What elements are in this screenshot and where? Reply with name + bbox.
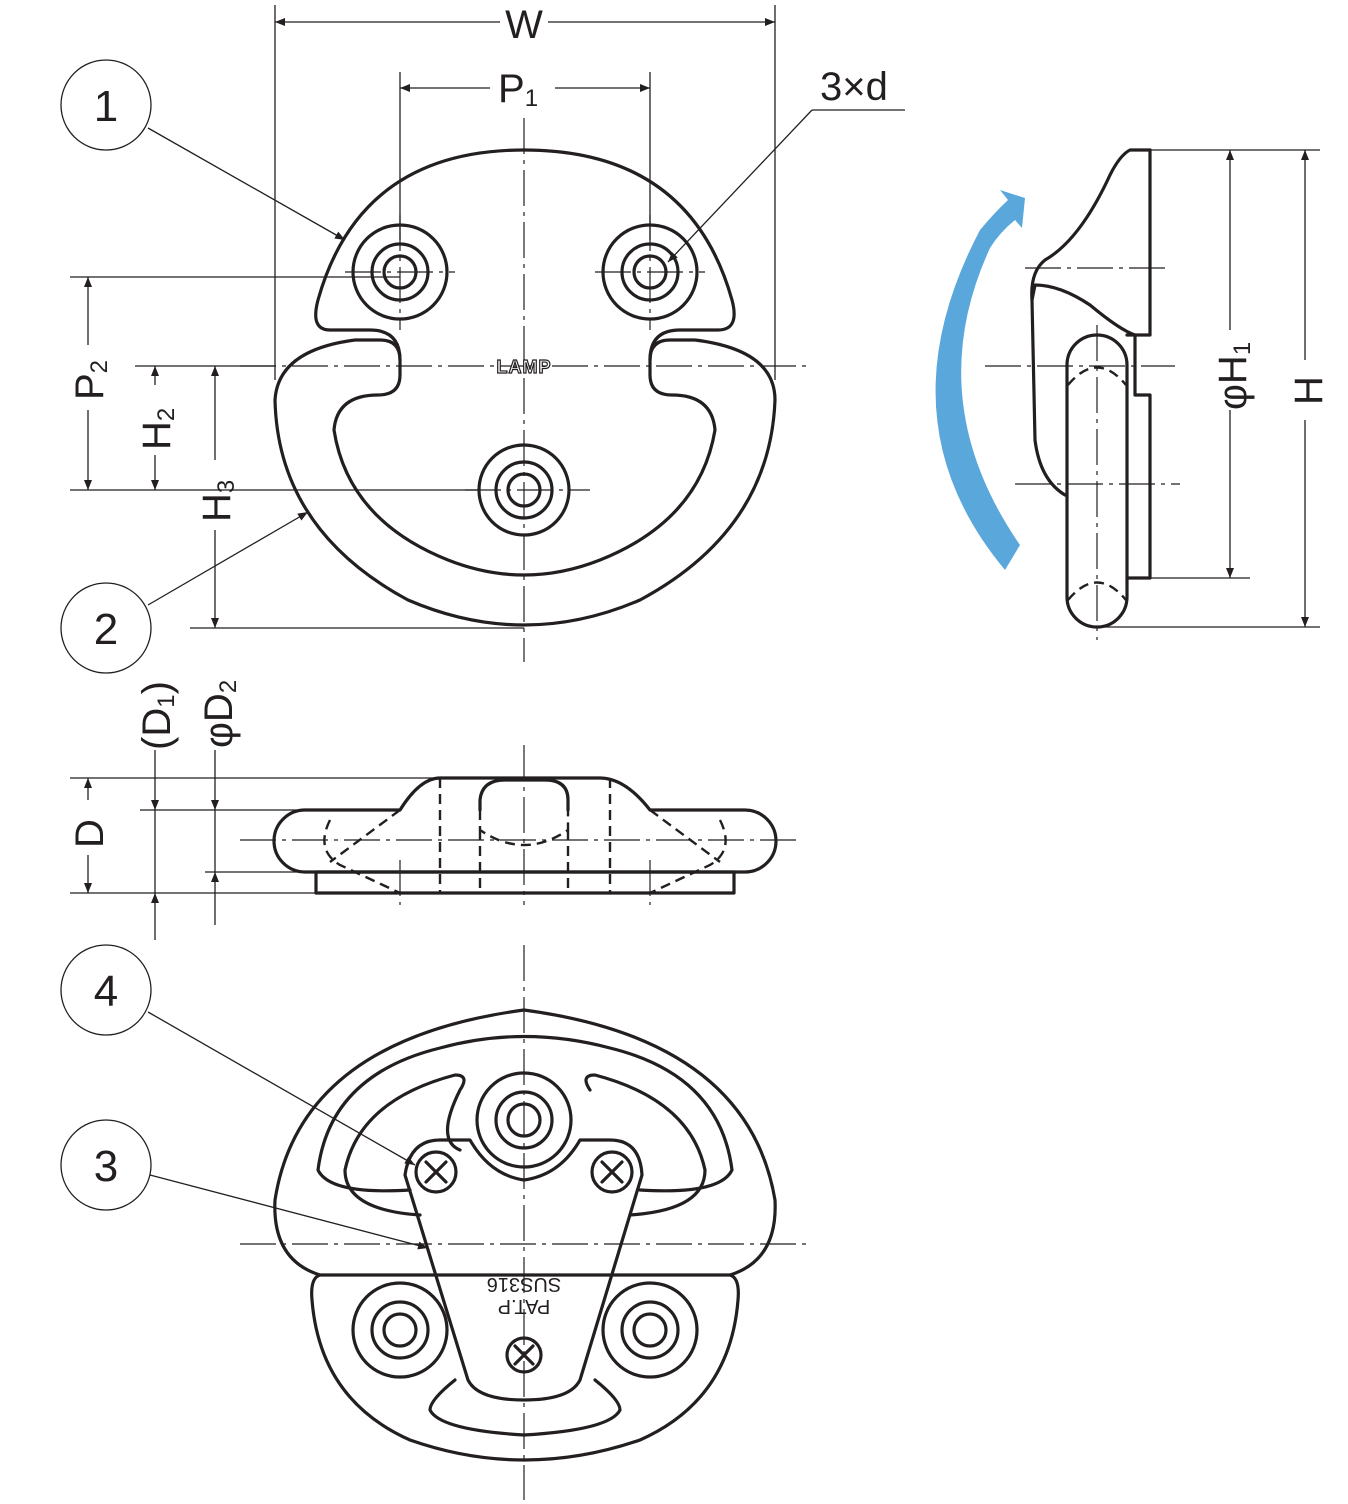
balloon-2: 2 — [60, 511, 309, 674]
screw-icon — [505, 1336, 543, 1374]
balloon-3: 3 — [60, 1119, 429, 1250]
svg-text:3: 3 — [94, 1142, 118, 1191]
balloon-4: 4 — [60, 944, 416, 1166]
dim-d1: (D1) — [135, 681, 180, 750]
dim-d: D — [68, 819, 112, 848]
svg-text:1: 1 — [94, 82, 118, 131]
side-view — [935, 148, 1320, 640]
top-view: LAMP — [240, 118, 810, 662]
dim-d2: φD2 — [197, 680, 242, 748]
balloon-1: 1 — [60, 59, 346, 241]
brand-marking: LAMP — [497, 357, 552, 377]
dim-w: W — [505, 3, 543, 47]
dimension-lines — [70, 5, 905, 629]
patent-marking: PAT.P — [498, 1295, 551, 1317]
dim-h3: H3 — [195, 480, 240, 522]
screw-icon — [414, 1150, 458, 1194]
front-view — [70, 745, 800, 940]
dim-h2: H2 — [135, 408, 180, 450]
dim-holes: 3×d — [820, 65, 888, 109]
upper-plate — [314, 148, 736, 577]
dim-h1: φH1 — [1211, 342, 1256, 410]
material-marking: SUS316 — [487, 1273, 562, 1295]
rotation-arrow-icon — [935, 190, 1025, 570]
screw-icon — [590, 1150, 634, 1194]
svg-text:4: 4 — [94, 967, 118, 1016]
dim-h: H — [1287, 376, 1331, 405]
ring — [273, 338, 777, 627]
dim-p1: P1 — [498, 67, 538, 112]
dim-p2: P2 — [68, 360, 113, 400]
bottom-view: SUS316 PAT.P — [240, 945, 810, 1500]
svg-text:2: 2 — [94, 605, 118, 654]
